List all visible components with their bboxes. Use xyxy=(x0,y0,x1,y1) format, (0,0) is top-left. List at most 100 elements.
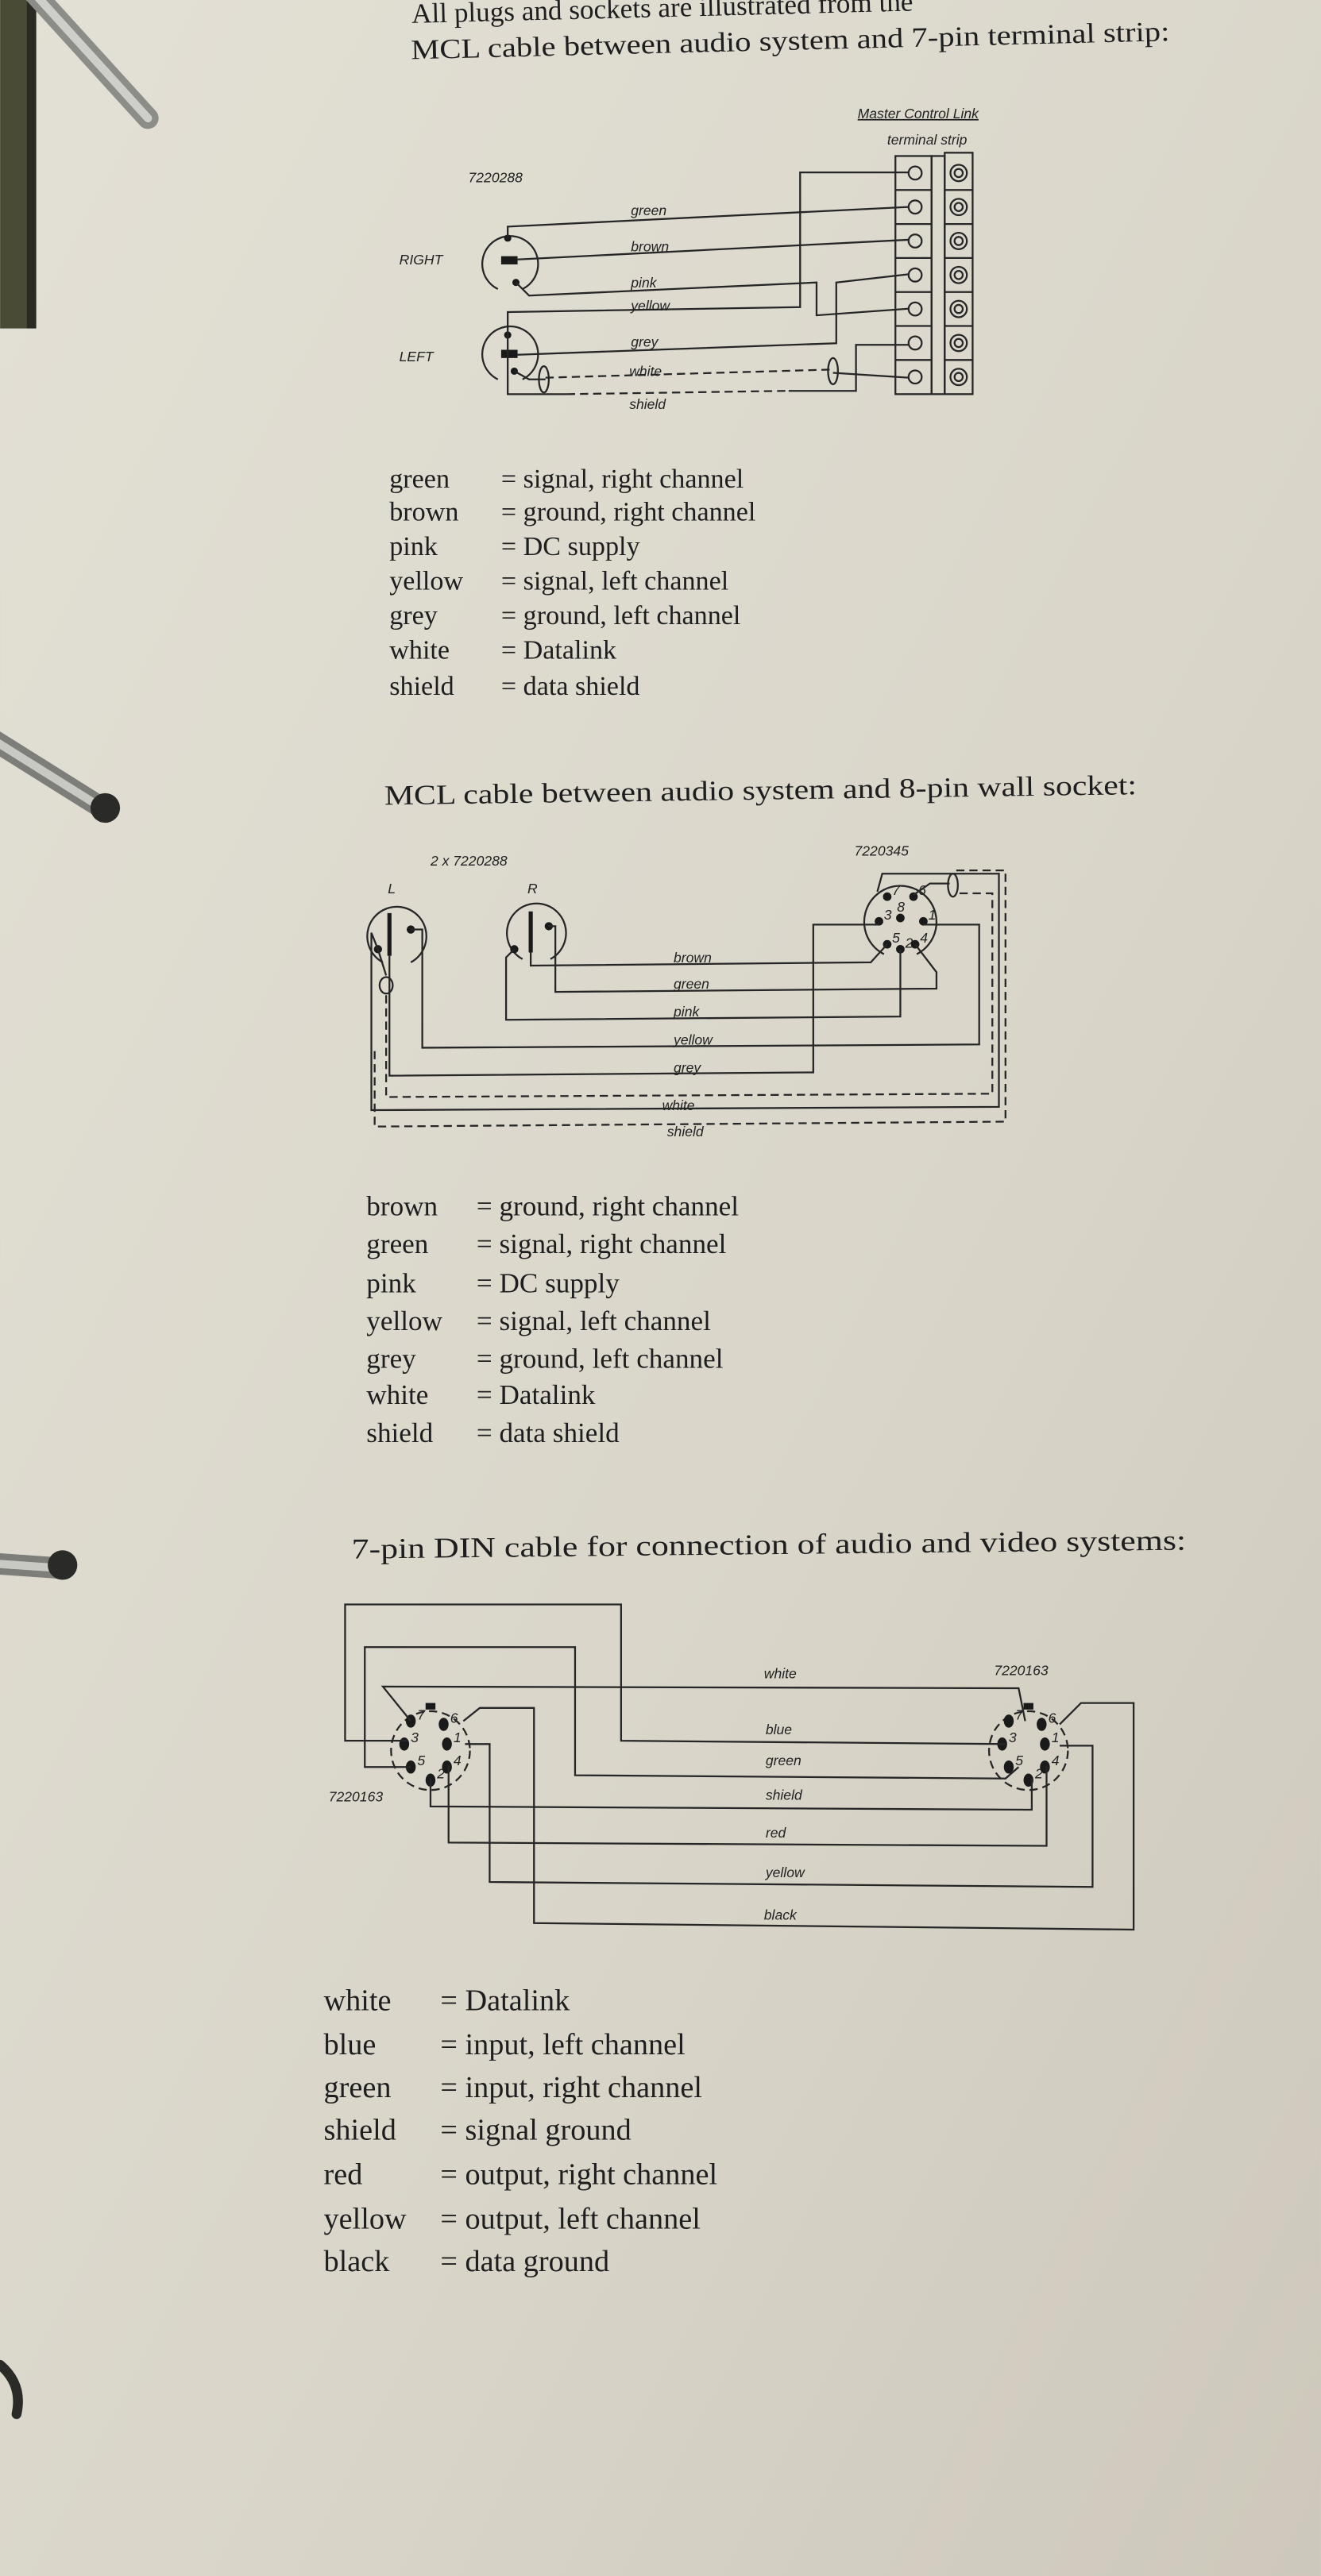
wire-label-brown: brown xyxy=(674,950,712,966)
wire-label-black: black xyxy=(764,1907,798,1923)
pin-number: 6 xyxy=(450,1710,458,1726)
pin-number: 2 xyxy=(436,1766,445,1782)
legend-row: brown= ground, right channel xyxy=(366,1190,739,1221)
pin-number: 4 xyxy=(454,1753,462,1768)
wire-label-shield: shield xyxy=(667,1124,705,1140)
wire-yellow xyxy=(507,172,909,335)
wire-label-yellow: yellow xyxy=(673,1032,713,1047)
legend-row: yellow= signal, left channel xyxy=(366,1305,711,1336)
legend-color: red xyxy=(324,2158,363,2192)
binder-ring-icon xyxy=(0,2359,23,2420)
wire-green xyxy=(548,925,938,993)
legend-row: white = Datalink xyxy=(366,1379,596,1410)
din-pin xyxy=(1040,1760,1050,1774)
wire-white xyxy=(380,1685,1026,1722)
wire-pink xyxy=(515,281,909,317)
legend-color: pink xyxy=(366,1268,416,1299)
legend-row: grey= ground, left channel xyxy=(389,601,740,631)
pin-number: 7 xyxy=(1015,1706,1024,1722)
socket-pin xyxy=(883,892,892,901)
wire-green xyxy=(507,206,909,238)
wire-white xyxy=(384,892,994,1098)
wire-black xyxy=(462,1702,1135,1931)
pin-number: 8 xyxy=(897,899,905,915)
pin-number: 1 xyxy=(1052,1730,1060,1745)
legend-meaning: = signal, left channel xyxy=(477,1305,711,1336)
plug-l-label: L xyxy=(388,881,396,897)
wire-label-red: red xyxy=(766,1825,787,1841)
wire-brown xyxy=(517,238,909,260)
pin-number: 5 xyxy=(417,1753,425,1768)
pin-number: 5 xyxy=(892,930,900,946)
legend-color: brown xyxy=(389,498,458,527)
socket-pin xyxy=(875,916,883,926)
legend-meaning: = DC supply xyxy=(501,532,640,561)
legend-color: pink xyxy=(389,532,438,561)
legend-row: brown = ground, right channel xyxy=(389,498,755,527)
pin-number: 3 xyxy=(1009,1730,1017,1745)
legend-color: brown xyxy=(366,1190,438,1221)
left-label: LEFT xyxy=(400,349,435,364)
plug-part-number: 2 x 7220288 xyxy=(430,853,508,869)
wire-shield xyxy=(429,1778,1033,1811)
legend-color: white xyxy=(389,635,450,665)
legend-meaning: = data shield xyxy=(477,1417,620,1448)
binder-cover-edge xyxy=(0,0,27,329)
legend-meaning: = output, right channel xyxy=(440,2158,717,2192)
legend-color: grey xyxy=(389,601,438,631)
wire-label-blue: blue xyxy=(766,1722,792,1737)
legend-row: shield= data shield xyxy=(366,1417,620,1448)
wire-label-grey: grey xyxy=(674,1059,701,1075)
socket-pin xyxy=(919,916,928,926)
wire-label-yellow: yellow xyxy=(630,298,670,314)
wire-pink xyxy=(504,948,902,1021)
legend-meaning: = DC supply xyxy=(477,1268,620,1299)
diagram-mcl-terminal-strip: Master Control Link terminal strip 72202… xyxy=(400,106,979,412)
legend-color: green xyxy=(324,2071,392,2104)
pin-number: 3 xyxy=(884,907,892,923)
wire-label-green: green xyxy=(631,202,666,218)
legend-row: shield= signal ground xyxy=(324,2114,632,2147)
wire-brown xyxy=(529,943,888,967)
wire-red xyxy=(447,1765,1048,1847)
plug-r-icon xyxy=(505,902,567,960)
socket-pin xyxy=(896,913,905,923)
right-part-number: 7220163 xyxy=(994,1662,1049,1678)
legend-color: yellow xyxy=(324,2202,407,2235)
legend-row: pink = DC supply xyxy=(366,1268,620,1299)
legend-meaning: = ground, left channel xyxy=(477,1344,724,1375)
strip-subtitle: terminal strip xyxy=(887,132,968,148)
socket-8pin-icon xyxy=(863,885,938,955)
pin-number: 4 xyxy=(1052,1753,1060,1768)
wire-white-dashed xyxy=(545,368,833,379)
wire-grey xyxy=(388,924,879,1077)
wire-label-shield: shield xyxy=(629,396,666,412)
outer-shield xyxy=(373,869,1006,1128)
wire-label-white: white xyxy=(629,364,662,380)
wire-label-white: white xyxy=(764,1666,797,1682)
wire-label-grey: grey xyxy=(631,334,659,349)
legend-color: white xyxy=(366,1379,428,1410)
legend-meaning: = Datalink xyxy=(477,1379,596,1410)
right-label: RIGHT xyxy=(400,252,444,268)
din-connector-right-icon xyxy=(987,1703,1069,1791)
wire-blue xyxy=(344,1603,1006,1745)
legend-row: red = output, right channel xyxy=(324,2158,718,2192)
wire-yellow xyxy=(465,1743,1094,1888)
legend-meaning: = Datalink xyxy=(440,1984,570,2017)
wire-label-pink: pink xyxy=(673,1004,700,1020)
terminal-screw-icon xyxy=(907,335,923,351)
terminal-screw-icon xyxy=(907,233,923,249)
legend-color: shield xyxy=(324,2114,396,2147)
pin-number: 2 xyxy=(1034,1766,1043,1782)
legend-meaning: = ground, right channel xyxy=(501,498,755,527)
pin-number: 7 xyxy=(417,1706,426,1722)
legend-row: grey= ground, left channel xyxy=(366,1344,723,1375)
din-pin xyxy=(1040,1737,1050,1751)
wire-white xyxy=(513,370,546,380)
legend-color: yellow xyxy=(389,566,463,596)
wire-label-shield: shield xyxy=(766,1787,803,1803)
